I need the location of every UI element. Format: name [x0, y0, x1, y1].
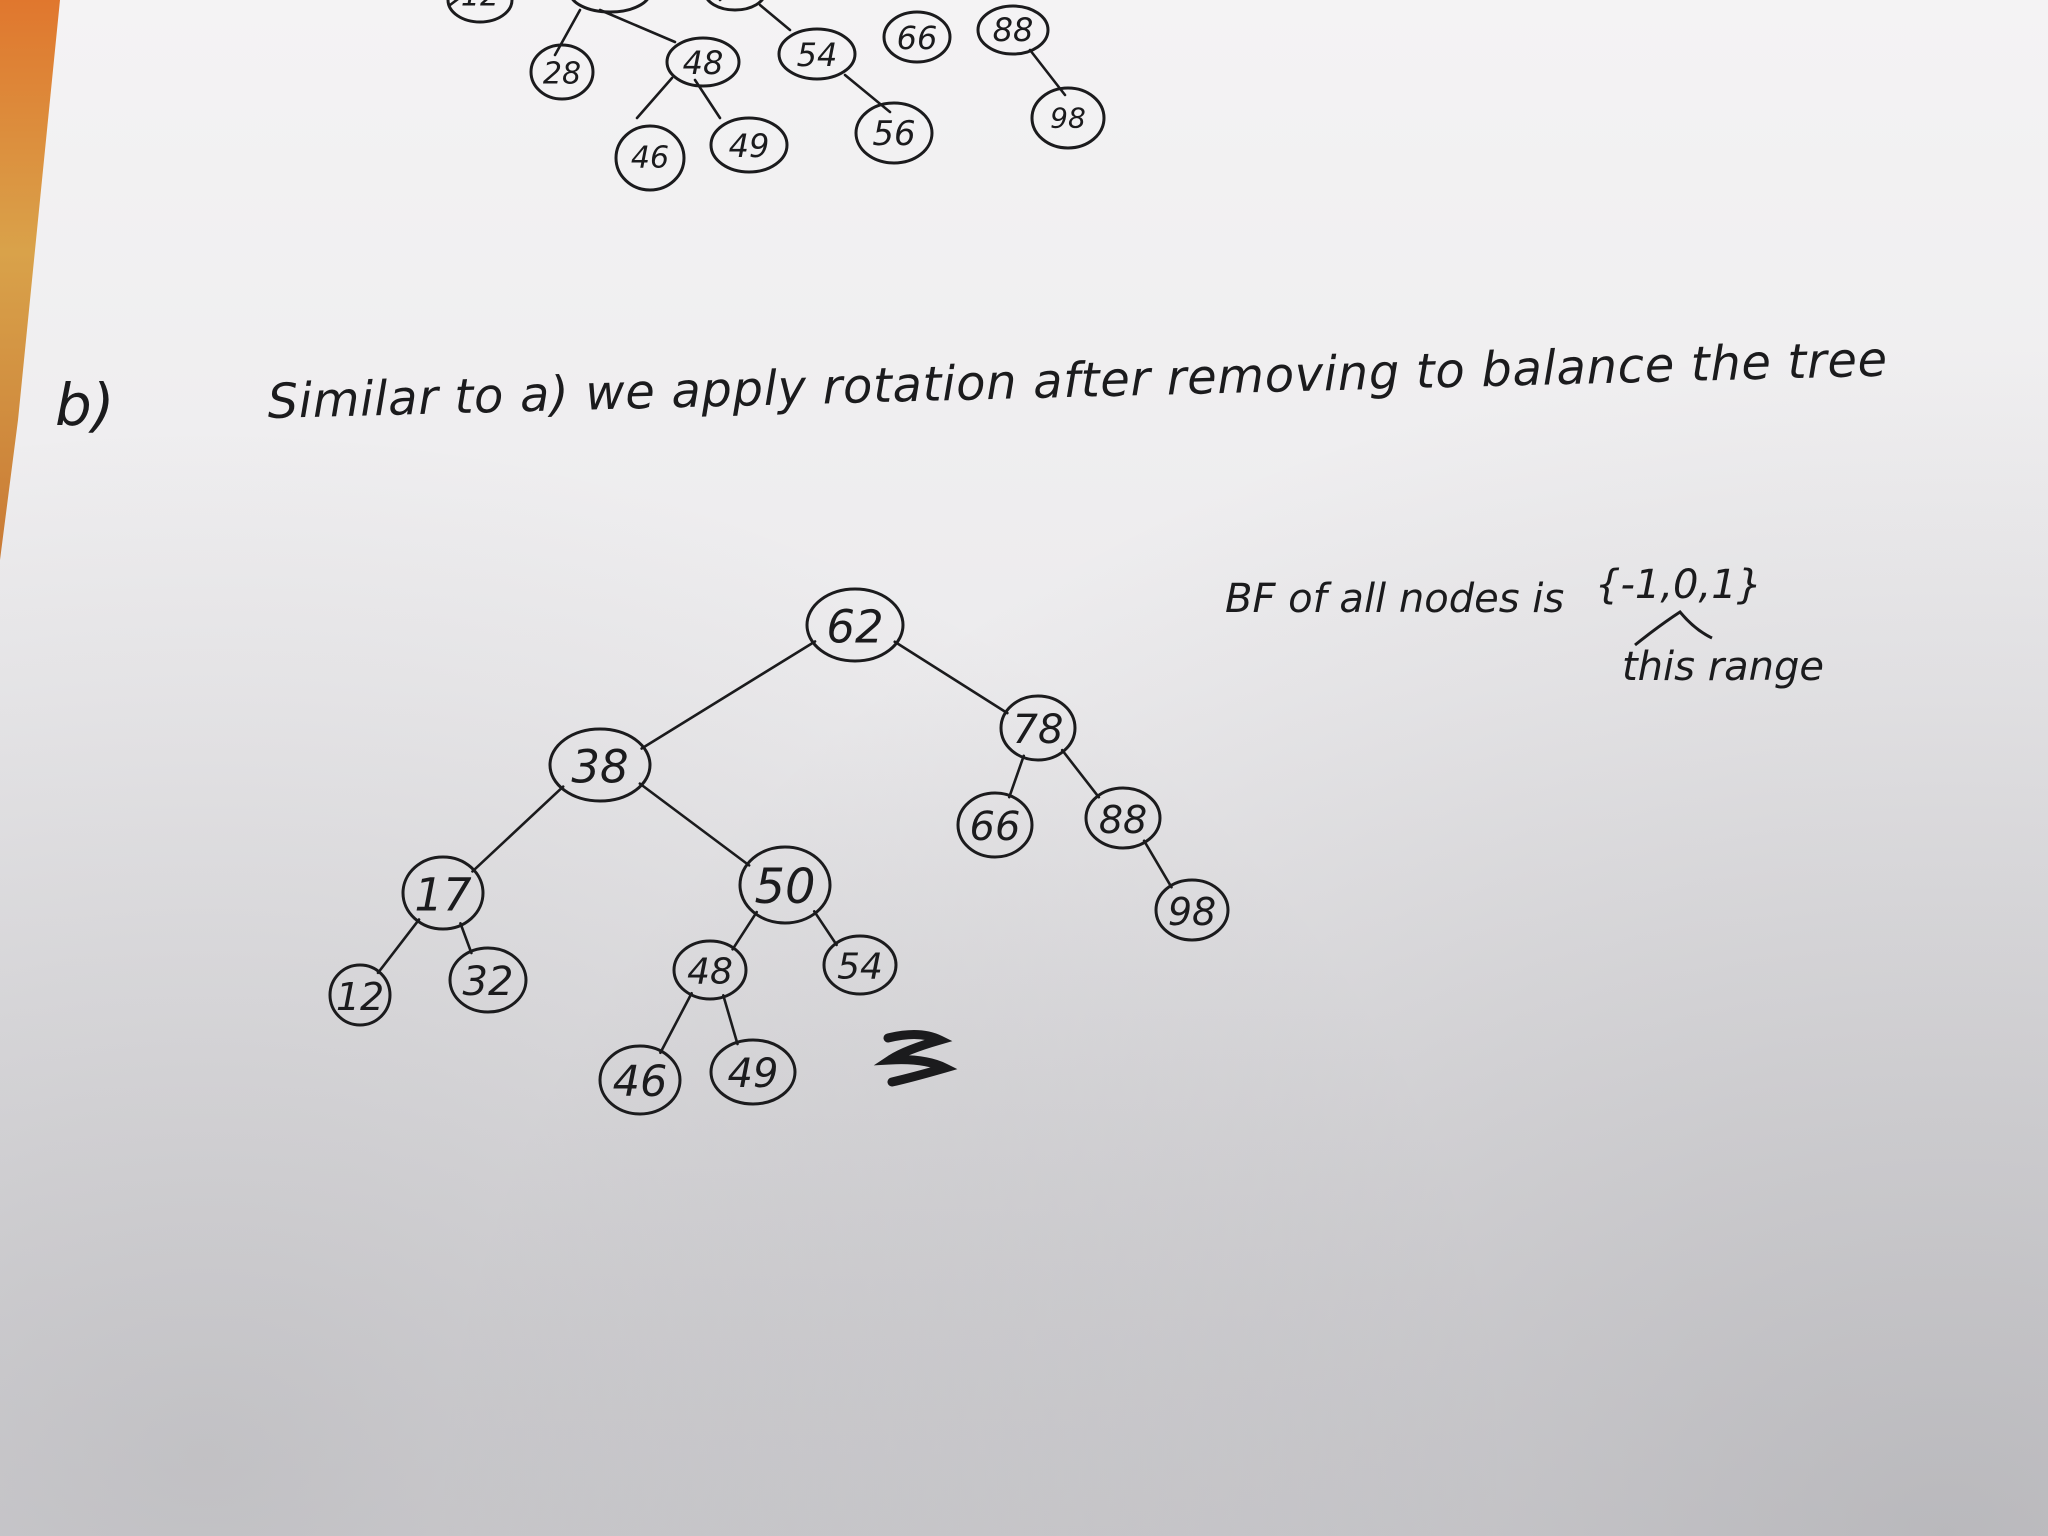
scribble-mark	[873, 1030, 958, 1087]
tree-node-12: 12	[328, 963, 392, 1027]
node-label: 12	[461, 0, 499, 14]
node-label: 48	[687, 952, 733, 993]
note-set: {-1,0,1}	[1595, 562, 1762, 608]
node-label: 88	[993, 11, 1034, 49]
node-label: 98	[1050, 102, 1086, 135]
tree-node-54: 54	[822, 934, 898, 996]
tree-edge-38-17	[471, 785, 565, 873]
tree-edge-17-12	[376, 918, 421, 975]
node-88-top: 88	[976, 4, 1050, 56]
tree-edge-48-49	[721, 994, 739, 1046]
tree-edge-17-32	[459, 922, 473, 955]
node-circle	[448, 946, 528, 1014]
node-label: 88	[1099, 798, 1147, 842]
top-edge	[635, 76, 674, 120]
node-circle	[1154, 878, 1230, 942]
node-label: 66	[970, 804, 1021, 850]
node-label: 66	[897, 19, 938, 57]
node-48-top: 48	[665, 36, 741, 88]
top-edge	[553, 8, 582, 57]
node-circle	[706, 0, 764, 12]
node-label: 12	[336, 975, 384, 1019]
tree-edge-88-98	[1142, 839, 1173, 889]
node-circle	[822, 934, 898, 996]
tree-node-48: 48	[672, 939, 748, 1001]
node-circle	[446, 0, 514, 24]
node-label: 46	[631, 141, 669, 176]
tree-edges	[376, 640, 1173, 1055]
node-label: 46	[613, 1057, 668, 1107]
tree-edge-78-66	[1007, 754, 1026, 799]
node-label: 50	[754, 859, 815, 915]
node-circle	[956, 791, 1034, 859]
node-56-top: 56	[854, 101, 934, 165]
node-label: 62	[826, 601, 883, 654]
part-label: b)	[55, 371, 114, 439]
balance-factor-note: BF of all nodes is {-1,0,1} this range	[1225, 562, 1824, 690]
node-label: 32	[463, 959, 514, 1005]
node-label: 54	[797, 36, 838, 74]
tree-edge-62-38	[640, 640, 817, 750]
tree-node-38: 38	[548, 727, 652, 803]
node-label: 54	[837, 947, 883, 988]
node-label: 17	[414, 869, 472, 922]
node-circle	[672, 939, 748, 1001]
tree-node-88: 88	[1084, 786, 1162, 850]
note-caption: this range	[1622, 644, 1824, 690]
node-circle	[571, 0, 649, 14]
node-circle	[709, 1038, 797, 1106]
tree-node-98: 98	[1154, 878, 1230, 942]
tree-node-78: 78	[999, 694, 1077, 762]
top-edge	[843, 73, 892, 114]
top-edge	[448, 0, 459, 7]
node-circle	[328, 963, 392, 1027]
node-circle	[738, 845, 832, 925]
node-12-top: 12	[461, 0, 499, 14]
heading-text: Similar to a) we apply rotation after re…	[267, 332, 1888, 430]
range-brace	[1634, 610, 1713, 647]
tree-node-46: 46	[598, 1044, 682, 1116]
note-line: BF of all nodes is	[1225, 576, 1564, 622]
node-54-top: 54	[777, 27, 857, 81]
node-28-top: 28	[529, 43, 595, 101]
tree-edge-62-78	[893, 640, 1009, 715]
node-label: 78	[1013, 707, 1064, 753]
node-label: 28	[543, 57, 581, 92]
node-circle	[1084, 786, 1162, 850]
tree-edge-48-46	[659, 991, 693, 1055]
node-46-top: 46	[614, 124, 686, 192]
tree-node-17: 17	[401, 855, 485, 931]
node-circle	[401, 855, 485, 931]
tree-nodes: 62 38 78 17 50 66 88 12 32 48 54 98 46 49	[328, 587, 1230, 1116]
tree-node-49: 49	[709, 1038, 797, 1106]
node-circle	[598, 1044, 682, 1116]
tree-node-66: 66	[956, 791, 1034, 859]
node-label: 48	[683, 44, 724, 82]
node-circle	[805, 587, 905, 663]
tree-node-62: 62	[805, 587, 905, 663]
tree-edge-78-88	[1060, 748, 1101, 799]
top-edge	[598, 8, 677, 44]
avl-tree: 62 38 78 17 50 66 88 12 32 48 54 98 46 49	[328, 587, 1230, 1116]
tree-node-50: 50	[738, 845, 832, 925]
tree-node-32: 32	[448, 946, 528, 1014]
node-label: 49	[728, 1051, 779, 1097]
node-circle	[999, 694, 1077, 762]
tree-edge-50-54	[812, 910, 838, 947]
tree-edge-38-50	[638, 782, 751, 867]
node-label: 38	[571, 741, 628, 794]
node-98-top: 98	[1030, 86, 1106, 150]
node-66-top: 66	[882, 10, 952, 64]
node-circle	[548, 727, 652, 803]
top-tree: 12 28 48 54 66 88	[446, 0, 1106, 192]
top-edge	[758, 3, 792, 32]
node-label: 56	[872, 114, 915, 154]
node-49-top: 49	[709, 116, 789, 174]
tree-edge-50-48	[731, 910, 759, 951]
node-label: 49	[729, 127, 770, 165]
node-label: 98	[1168, 890, 1216, 934]
